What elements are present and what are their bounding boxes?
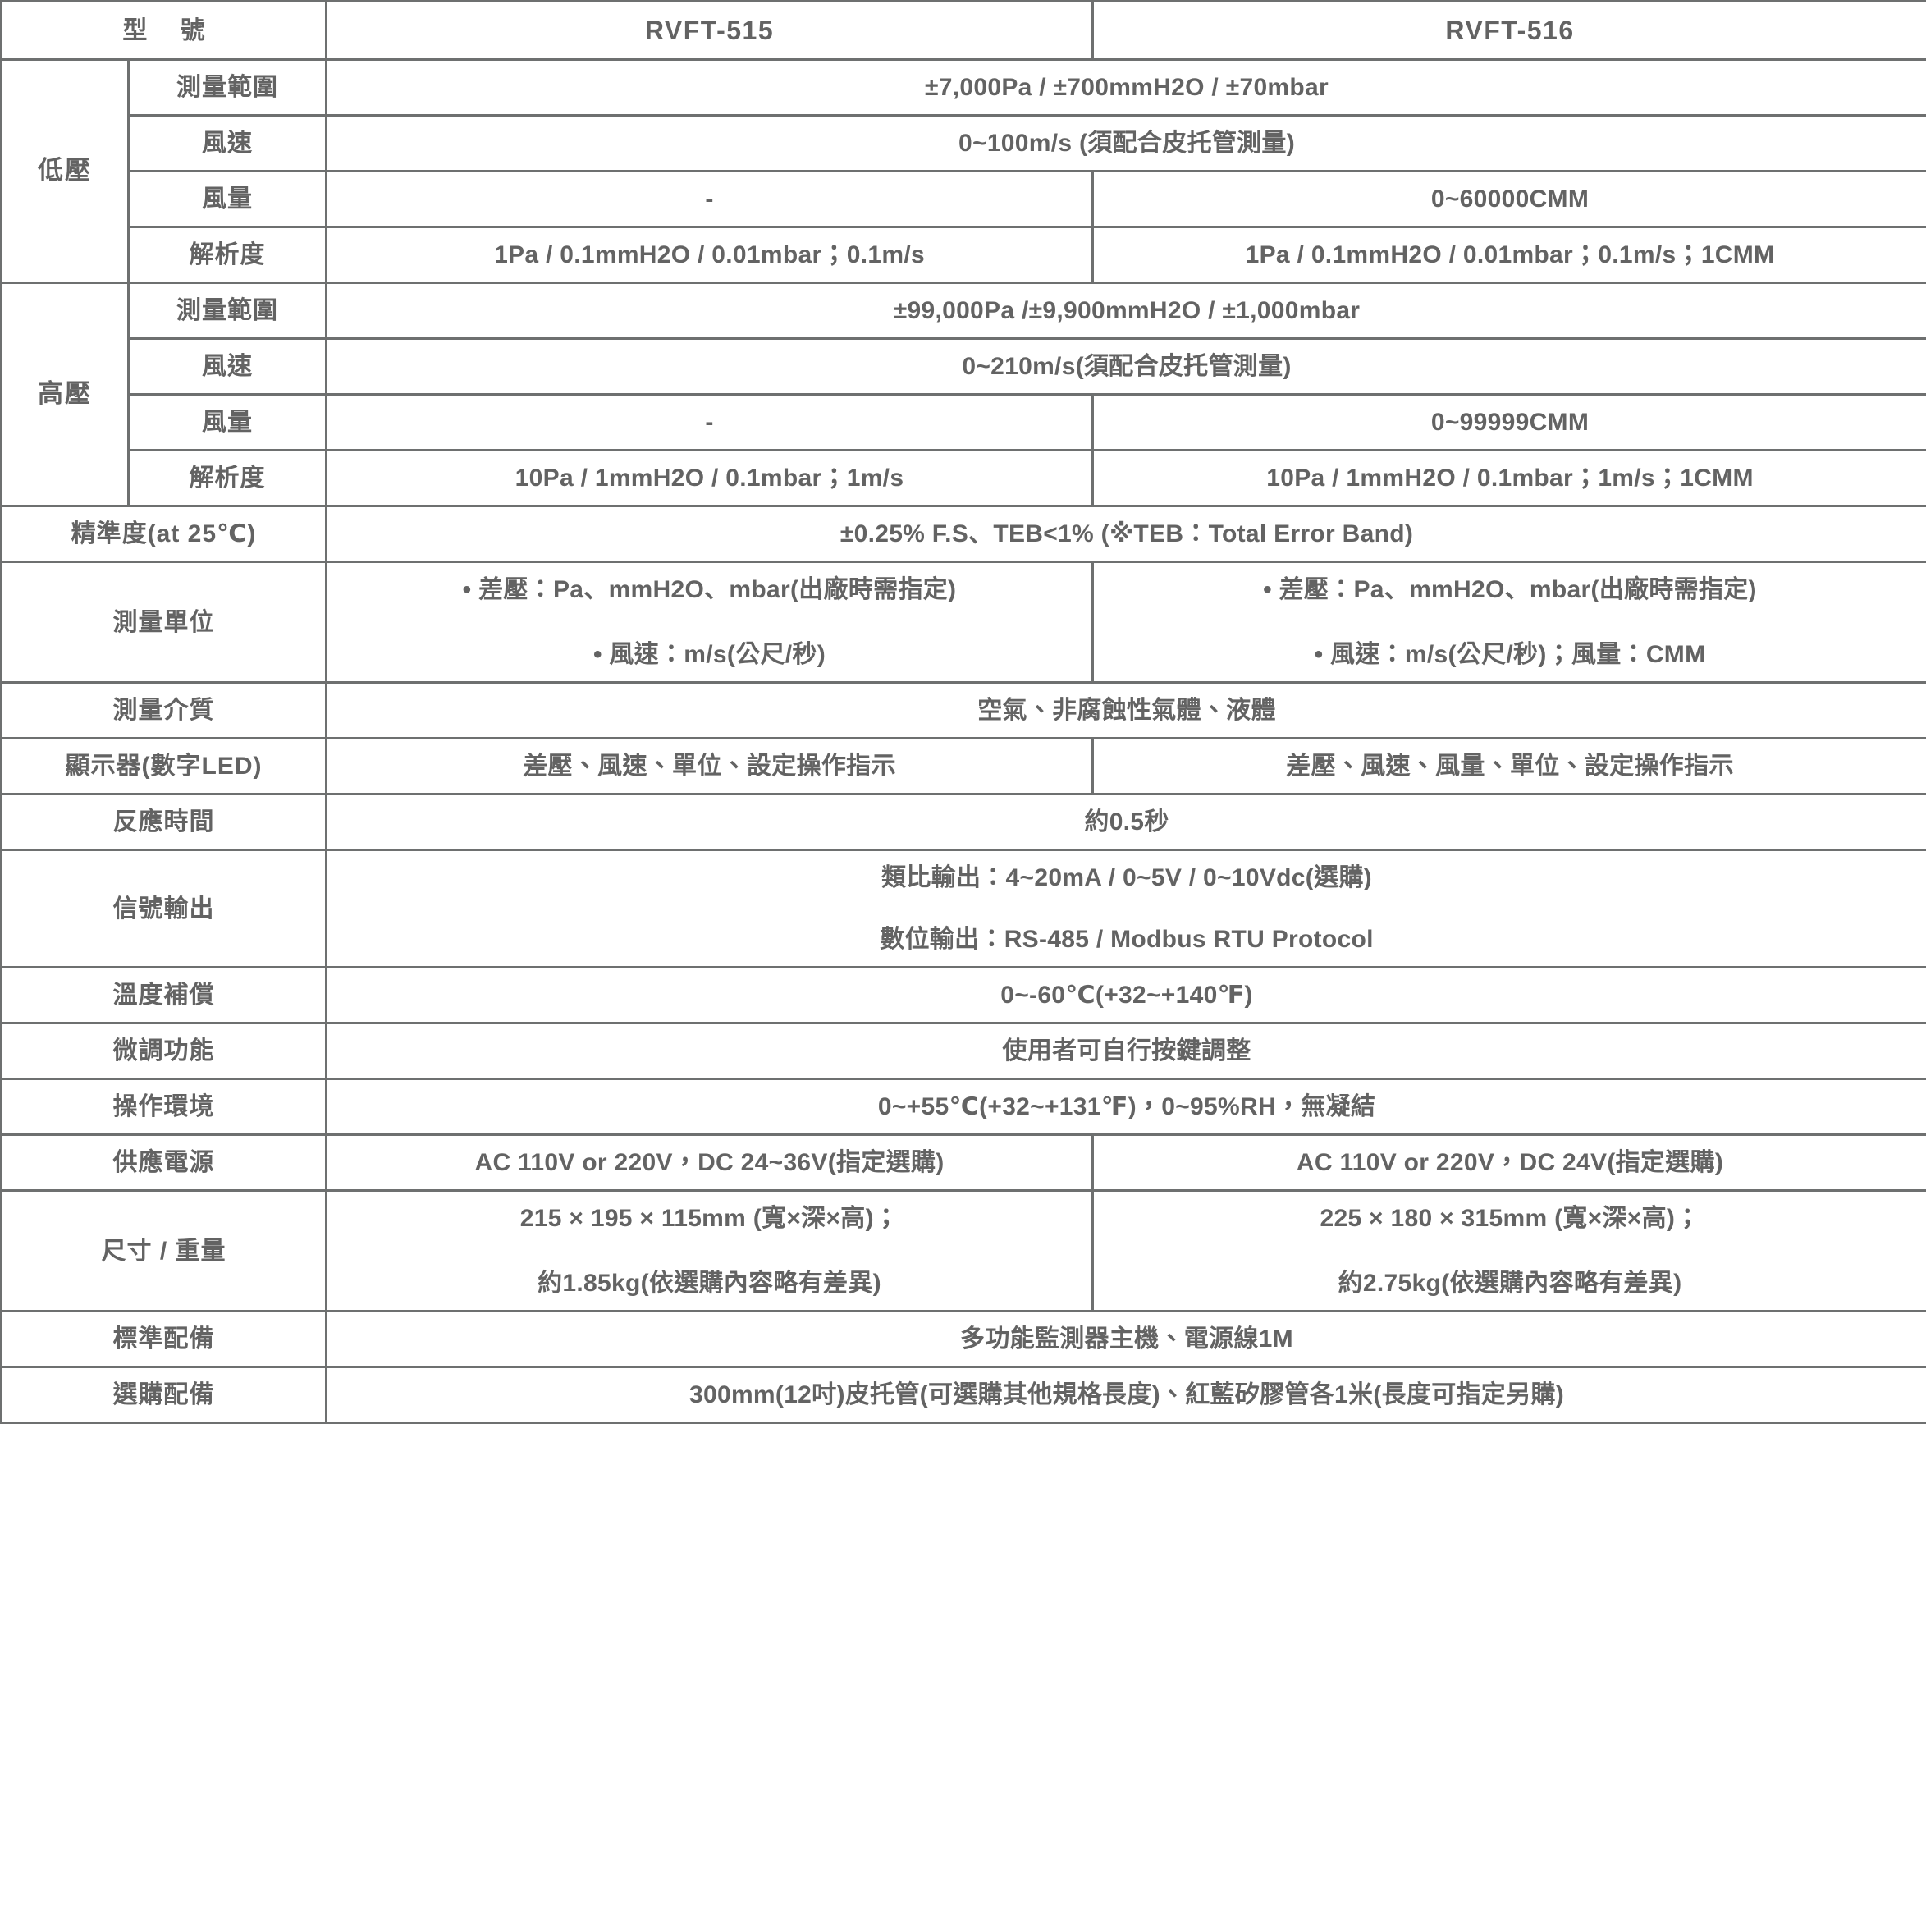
value-low-air-volume-515: - [325, 170, 1094, 228]
table-row-optional-accessories: 選購配備 300mm(12吋)皮托管(可選購其他規格長度)、紅藍矽膠管各1米(長… [0, 1366, 1926, 1424]
table-row-operating-env: 操作環境 0~+55℃(+32~+131℉)，0~95%RH，無凝結 [0, 1078, 1926, 1136]
value-high-range: ±99,000Pa /±9,900mmH2O / ±1,000mbar [325, 282, 1926, 340]
value-measure-unit-515: • 差壓：Pa、mmH2O、mbar(出廠時需指定) • 風速：m/s(公尺/秒… [325, 561, 1094, 684]
value-display-515: 差壓、風速、單位、設定操作指示 [325, 737, 1094, 795]
value-power-supply-515: AC 110V or 220V，DC 24~36V(指定選購) [325, 1133, 1094, 1192]
value-high-resolution-515: 10Pa / 1mmH2O / 0.1mbar；1m/s [325, 449, 1094, 507]
table-row-dimension-weight: 尺寸 / 重量 215 × 195 × 115mm (寬×深×高)； 約1.85… [0, 1189, 1926, 1312]
table-row-high-air-volume: 風量 - 0~99999CMM [2, 393, 1926, 451]
label-display: 顯示器(數字LED) [0, 737, 327, 795]
dimension-515-line-1: 215 × 195 × 115mm (寬×深×高)； [519, 1205, 899, 1232]
sublabel-low-resolution: 解析度 [127, 226, 327, 284]
measure-unit-516-line-2: • 風速：m/s(公尺/秒)；風量：CMM [1314, 641, 1706, 668]
table-row-low-wind-speed: 風速 0~100m/s (須配合皮托管測量) [2, 114, 1926, 172]
table-row-high-resolution: 解析度 10Pa / 1mmH2O / 0.1mbar；1m/s 10Pa / … [2, 449, 1926, 507]
value-power-supply-516: AC 110V or 220V，DC 24V(指定選購) [1091, 1133, 1926, 1192]
label-signal-output: 信號輸出 [0, 849, 327, 968]
measure-unit-515-line-2: • 風速：m/s(公尺/秒) [592, 641, 826, 668]
value-measure-unit-516: • 差壓：Pa、mmH2O、mbar(出廠時需指定) • 風速：m/s(公尺/秒… [1091, 561, 1926, 684]
label-accuracy: 精準度(at 25℃) [0, 505, 327, 563]
value-low-wind-speed: 0~100m/s (須配合皮托管測量) [325, 114, 1926, 172]
value-high-wind-speed: 0~210m/s(須配合皮托管測量) [325, 337, 1926, 396]
value-operating-env: 0~+55℃(+32~+131℉)，0~95%RH，無凝結 [325, 1078, 1926, 1136]
table-row-low-range: 低壓 測量範圍 ±7,000Pa / ±700mmH2O / ±70mbar [0, 58, 1926, 284]
sublabel-high-range: 測量範圍 [127, 282, 327, 340]
model-label-cell: 型 號 [0, 0, 327, 61]
value-standard-accessories: 多功能監測器主機、電源線1M [325, 1310, 1926, 1368]
label-fine-tune: 微調功能 [0, 1022, 327, 1080]
table-row-accuracy: 精準度(at 25℃) ±0.25% F.S、TEB<1% (※TEB：Tota… [0, 505, 1926, 563]
table-row-fine-tune: 微調功能 使用者可自行按鍵調整 [0, 1022, 1926, 1080]
value-accuracy: ±0.25% F.S、TEB<1% (※TEB：Total Error Band… [325, 505, 1926, 563]
table-row-temp-compensation: 溫度補償 0~-60℃(+32~+140℉) [0, 966, 1926, 1024]
value-low-resolution-515: 1Pa / 0.1mmH2O / 0.01mbar；0.1m/s [325, 226, 1094, 284]
table-row-display: 顯示器(數字LED) 差壓、風速、單位、設定操作指示 差壓、風速、風量、單位、設… [0, 737, 1926, 795]
table-row-low-resolution: 解析度 1Pa / 0.1mmH2O / 0.01mbar；0.1m/s 1Pa… [2, 226, 1926, 284]
table-row-high-wind-speed: 風速 0~210m/s(須配合皮托管測量) [2, 337, 1926, 396]
sublabel-low-air-volume: 風量 [127, 170, 327, 228]
specification-table: 型 號 RVFT-515 RVFT-516 低壓 測量範圍 ±7,000Pa /… [0, 0, 1926, 1424]
table-row-power-supply: 供應電源 AC 110V or 220V，DC 24~36V(指定選購) AC … [0, 1133, 1926, 1192]
model-name-515: RVFT-515 [325, 0, 1094, 61]
table-row-measure-unit: 測量單位 • 差壓：Pa、mmH2O、mbar(出廠時需指定) • 風速：m/s… [0, 561, 1926, 684]
label-measure-unit: 測量單位 [0, 561, 327, 684]
table-row-high-range: 高壓 測量範圍 ±99,000Pa /±9,900mmH2O / ±1,000m… [0, 282, 1926, 507]
value-fine-tune: 使用者可自行按鍵調整 [325, 1022, 1926, 1080]
value-temp-compensation: 0~-60℃(+32~+140℉) [325, 966, 1926, 1024]
sublabel-high-resolution: 解析度 [127, 449, 327, 507]
value-signal-output: 類比輸出：4~20mA / 0~5V / 0~10Vdc(選購) 數位輸出：RS… [325, 849, 1926, 968]
value-dimension-weight-515: 215 × 195 × 115mm (寬×深×高)； 約1.85kg(依選購內容… [325, 1189, 1094, 1312]
value-optional-accessories: 300mm(12吋)皮托管(可選購其他規格長度)、紅藍矽膠管各1米(長度可指定另… [325, 1366, 1926, 1424]
sublabel-low-wind-speed: 風速 [127, 114, 327, 172]
label-power-supply: 供應電源 [0, 1133, 327, 1192]
dimension-515-line-2: 約1.85kg(依選購內容略有差異) [538, 1270, 881, 1297]
group-label-low-pressure: 低壓 [0, 58, 130, 284]
sublabel-high-air-volume: 風量 [127, 393, 327, 451]
label-standard-accessories: 標準配備 [0, 1310, 327, 1368]
measure-unit-516-line-1: • 差壓：Pa、mmH2O、mbar(出廠時需指定) [1263, 576, 1757, 603]
sublabel-high-wind-speed: 風速 [127, 337, 327, 396]
value-measure-medium: 空氣、非腐蝕性氣體、液體 [325, 681, 1926, 739]
table-row-signal-output: 信號輸出 類比輸出：4~20mA / 0~5V / 0~10Vdc(選購) 數位… [0, 849, 1926, 968]
value-response-time: 約0.5秒 [325, 793, 1926, 851]
value-high-air-volume-515: - [325, 393, 1094, 451]
label-response-time: 反應時間 [0, 793, 327, 851]
model-label: 型 號 [122, 16, 218, 44]
sublabel-low-range: 測量範圍 [127, 58, 327, 117]
value-dimension-weight-516: 225 × 180 × 315mm (寬×深×高)； 約2.75kg(依選購內容… [1091, 1189, 1926, 1312]
table-row-low-air-volume: 風量 - 0~60000CMM [2, 170, 1926, 228]
signal-output-line-2: 數位輸出：RS-485 / Modbus RTU Protocol [880, 926, 1374, 953]
value-high-air-volume-516: 0~99999CMM [1091, 393, 1926, 451]
signal-output-line-1: 類比輸出：4~20mA / 0~5V / 0~10Vdc(選購) [881, 864, 1372, 891]
value-low-range: ±7,000Pa / ±700mmH2O / ±70mbar [325, 58, 1926, 117]
group-label-high-pressure: 高壓 [0, 282, 130, 507]
dimension-516-line-1: 225 × 180 × 315mm (寬×深×高)； [1320, 1205, 1700, 1232]
label-optional-accessories: 選購配備 [0, 1366, 327, 1424]
value-low-resolution-516: 1Pa / 0.1mmH2O / 0.01mbar；0.1m/s；1CMM [1091, 226, 1926, 284]
label-operating-env: 操作環境 [0, 1078, 327, 1136]
label-temp-compensation: 溫度補償 [0, 966, 327, 1024]
table-row-model-header: 型 號 RVFT-515 RVFT-516 [0, 0, 1926, 61]
value-display-516: 差壓、風速、風量、單位、設定操作指示 [1091, 737, 1926, 795]
table-row-standard-accessories: 標準配備 多功能監測器主機、電源線1M [0, 1310, 1926, 1368]
label-dimension-weight: 尺寸 / 重量 [0, 1189, 327, 1312]
model-name-516: RVFT-516 [1091, 0, 1926, 61]
value-high-resolution-516: 10Pa / 1mmH2O / 0.1mbar；1m/s；1CMM [1091, 449, 1926, 507]
label-measure-medium: 測量介質 [0, 681, 327, 739]
dimension-516-line-2: 約2.75kg(依選購內容略有差異) [1338, 1270, 1682, 1297]
table-row-measure-medium: 測量介質 空氣、非腐蝕性氣體、液體 [0, 681, 1926, 739]
table-row-response-time: 反應時間 約0.5秒 [0, 793, 1926, 851]
measure-unit-515-line-1: • 差壓：Pa、mmH2O、mbar(出廠時需指定) [462, 576, 957, 603]
value-low-air-volume-516: 0~60000CMM [1091, 170, 1926, 228]
